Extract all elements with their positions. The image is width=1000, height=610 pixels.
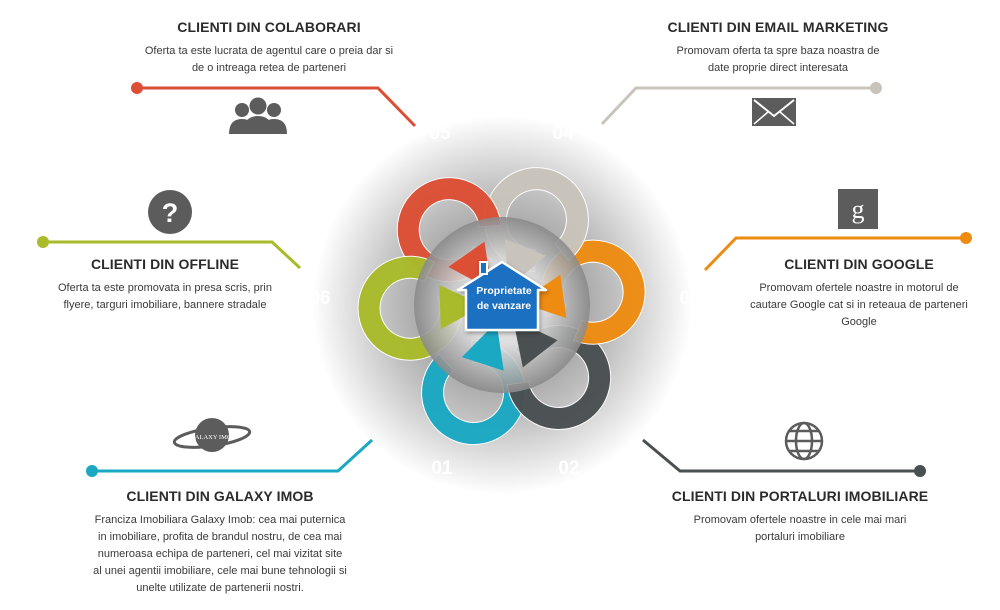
connector-03-dot	[960, 232, 972, 244]
connector-04	[600, 86, 876, 126]
arrowhead-06	[439, 285, 485, 330]
segment-01-title: CLIENTI DIN GALAXY IMOB	[126, 488, 314, 504]
connector-01-dot	[86, 465, 98, 477]
connector-06	[43, 240, 302, 270]
segment-number-04: 04	[552, 123, 574, 144]
connector-02	[642, 438, 920, 473]
segment-02-box: CLIENTI DIN PORTALURI IMOBILIARE Promova…	[650, 488, 950, 546]
segment-06-title: CLIENTI DIN OFFLINE	[90, 256, 240, 272]
question-icon: ?	[148, 190, 192, 234]
segment-01-box: CLIENTI DIN GALAXY IMOB Franciza Imobili…	[80, 488, 360, 597]
center-house	[456, 260, 548, 332]
google-icon: g	[838, 189, 878, 229]
segment-05-text: Oferta ta este lucrata de agentul care o…	[144, 45, 394, 74]
segment-number-02: 02	[558, 458, 579, 479]
connector-02-dot	[914, 465, 926, 477]
segment-06-text: Oferta ta este promovata in presa scris,…	[58, 282, 272, 311]
connector-06-dot	[37, 236, 49, 248]
connectors	[37, 82, 972, 477]
segment-numbers: 01 02 03 04 05 06	[309, 123, 700, 479]
arrowhead-03	[519, 274, 567, 319]
segment-number-03: 03	[679, 288, 700, 309]
segment-01-text: Franciza Imobiliara Galaxy Imob: cea mai…	[93, 514, 347, 594]
connector-05-dot	[131, 82, 143, 94]
segment-number-06: 06	[309, 288, 330, 309]
segment-03-title: CLIENTI DIN GOOGLE	[784, 256, 934, 272]
segment-02-text: Promovam ofertele noastre in cele mai ma…	[693, 514, 907, 543]
center-label-line1: Proprietate	[476, 285, 532, 297]
connector-03	[703, 236, 966, 272]
segment-04-text: Promovam oferta ta spre baza noastra de …	[676, 45, 880, 74]
people-group-icon	[229, 97, 287, 134]
center-label-line2: de vanzare	[476, 300, 532, 312]
segment-05-title: CLIENTI DIN COLABORARI	[177, 19, 361, 35]
svg-text:?: ?	[162, 198, 179, 228]
segment-06-box: CLIENTI DIN OFFLINE Oferta ta este promo…	[40, 256, 290, 314]
segment-04-title: CLIENTI DIN EMAIL MARKETING	[667, 19, 889, 35]
svg-text:GALAXY IMOB: GALAXY IMOB	[190, 434, 236, 441]
segment-number-01: 01	[431, 458, 453, 479]
connector-05	[137, 86, 417, 128]
segment-04-box: CLIENTI DIN EMAIL MARKETING Promovam ofe…	[628, 19, 928, 77]
galaxy-imob-logo-icon: GALAXY IMOB	[172, 418, 252, 452]
globe-icon	[784, 421, 824, 461]
connector-04-dot	[870, 82, 882, 94]
segment-05-box: CLIENTI DIN COLABORARI Oferta ta este lu…	[138, 19, 400, 77]
arrowhead-01	[461, 322, 504, 371]
envelope-icon	[752, 98, 796, 126]
svg-text:g: g	[852, 195, 865, 224]
segment-03-text: Promovam ofertele noastre in motorul de …	[750, 282, 968, 328]
center-label: Proprietate de vanzare	[466, 284, 542, 314]
segment-number-05: 05	[429, 123, 451, 144]
segment-02-title: CLIENTI DIN PORTALURI IMOBILIARE	[671, 488, 929, 504]
connector-01	[92, 438, 374, 473]
segment-03-box: CLIENTI DIN GOOGLE Promovam ofertele noa…	[724, 256, 994, 331]
